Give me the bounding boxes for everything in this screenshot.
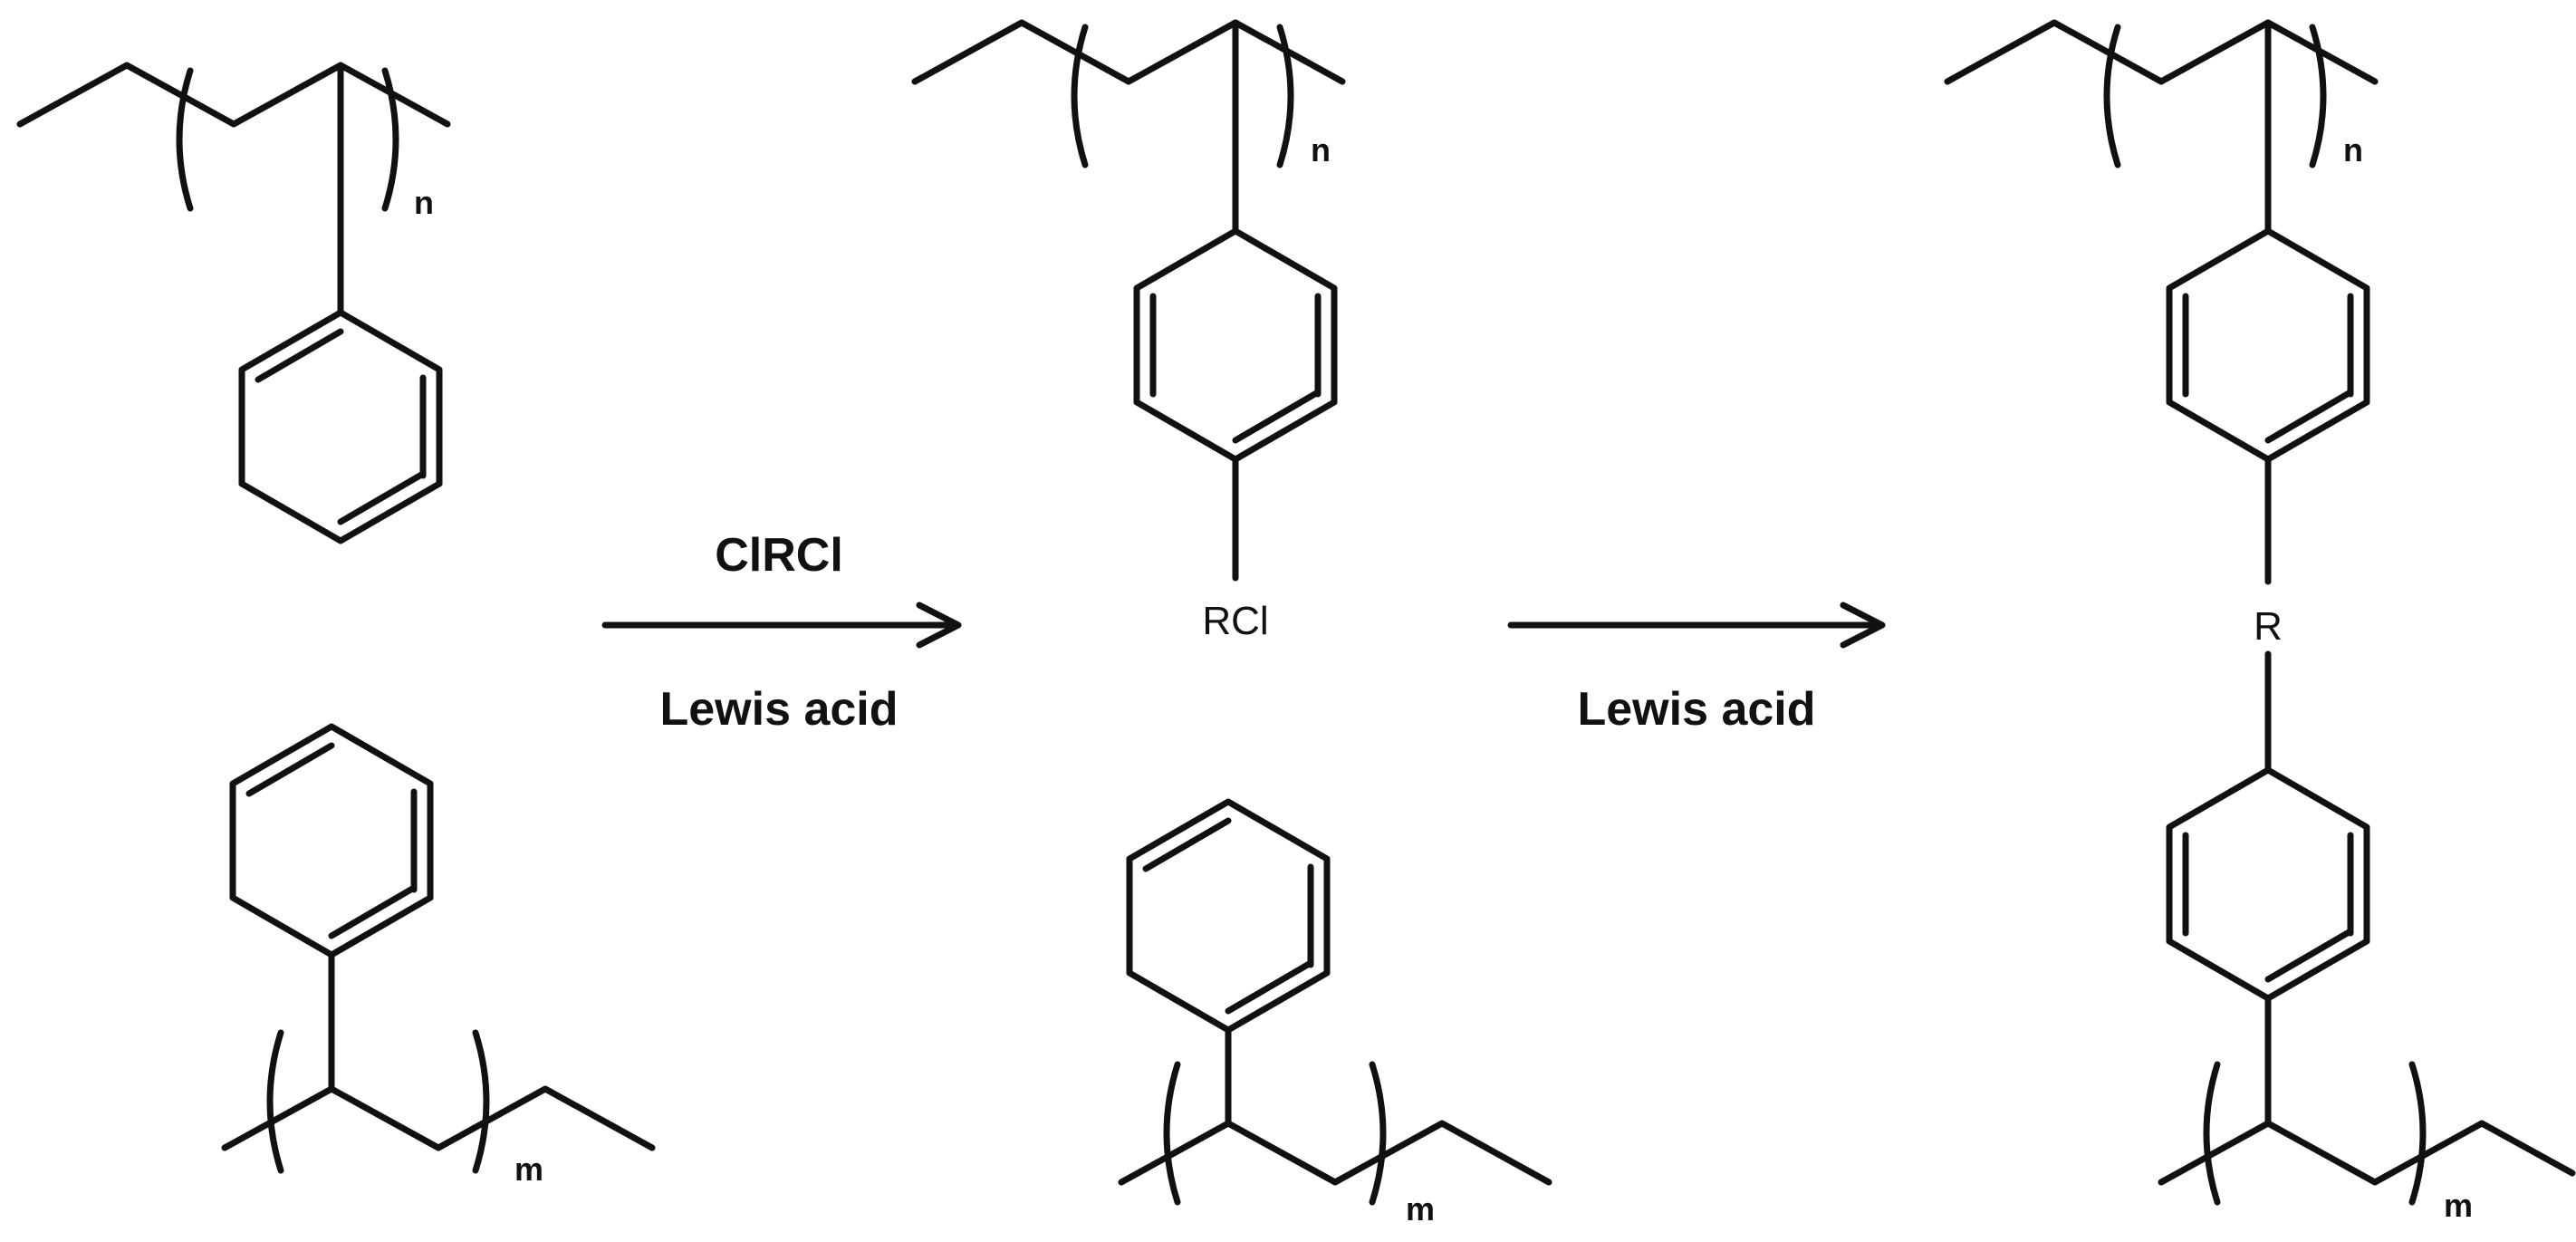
reaction-arrow-1: ClRCl Lewis acid [601,529,962,736]
reactant-polystyrene-bottom: m [221,723,656,1188]
reactant-polystyrene-top: n [16,62,451,544]
repeat-unit-n-label: n [1311,131,1331,168]
catalyst-label-2: Lewis acid [1578,683,1816,736]
reaction-arrow-2: Lewis acid [1507,602,1886,736]
bridge-group-label: R [2254,604,2283,649]
repeat-unit-m-label: m [2444,1187,2473,1224]
repeat-unit-m-label: m [514,1151,543,1188]
intermediate-chloroalkylated-polystyrene: n RCl [911,19,1346,643]
chloroalkyl-group-label: RCl [1202,599,1268,643]
product-crosslinked-polystyrene: n R m [1944,19,2576,1224]
catalyst-label-1: Lewis acid [660,683,899,736]
repeat-unit-n-label: n [2343,131,2363,168]
unreacted-polystyrene-middle: m [1118,798,1552,1228]
reagent-label: ClRCl [715,529,843,582]
repeat-unit-m-label: m [1406,1190,1435,1228]
repeat-unit-n-label: n [414,184,434,221]
